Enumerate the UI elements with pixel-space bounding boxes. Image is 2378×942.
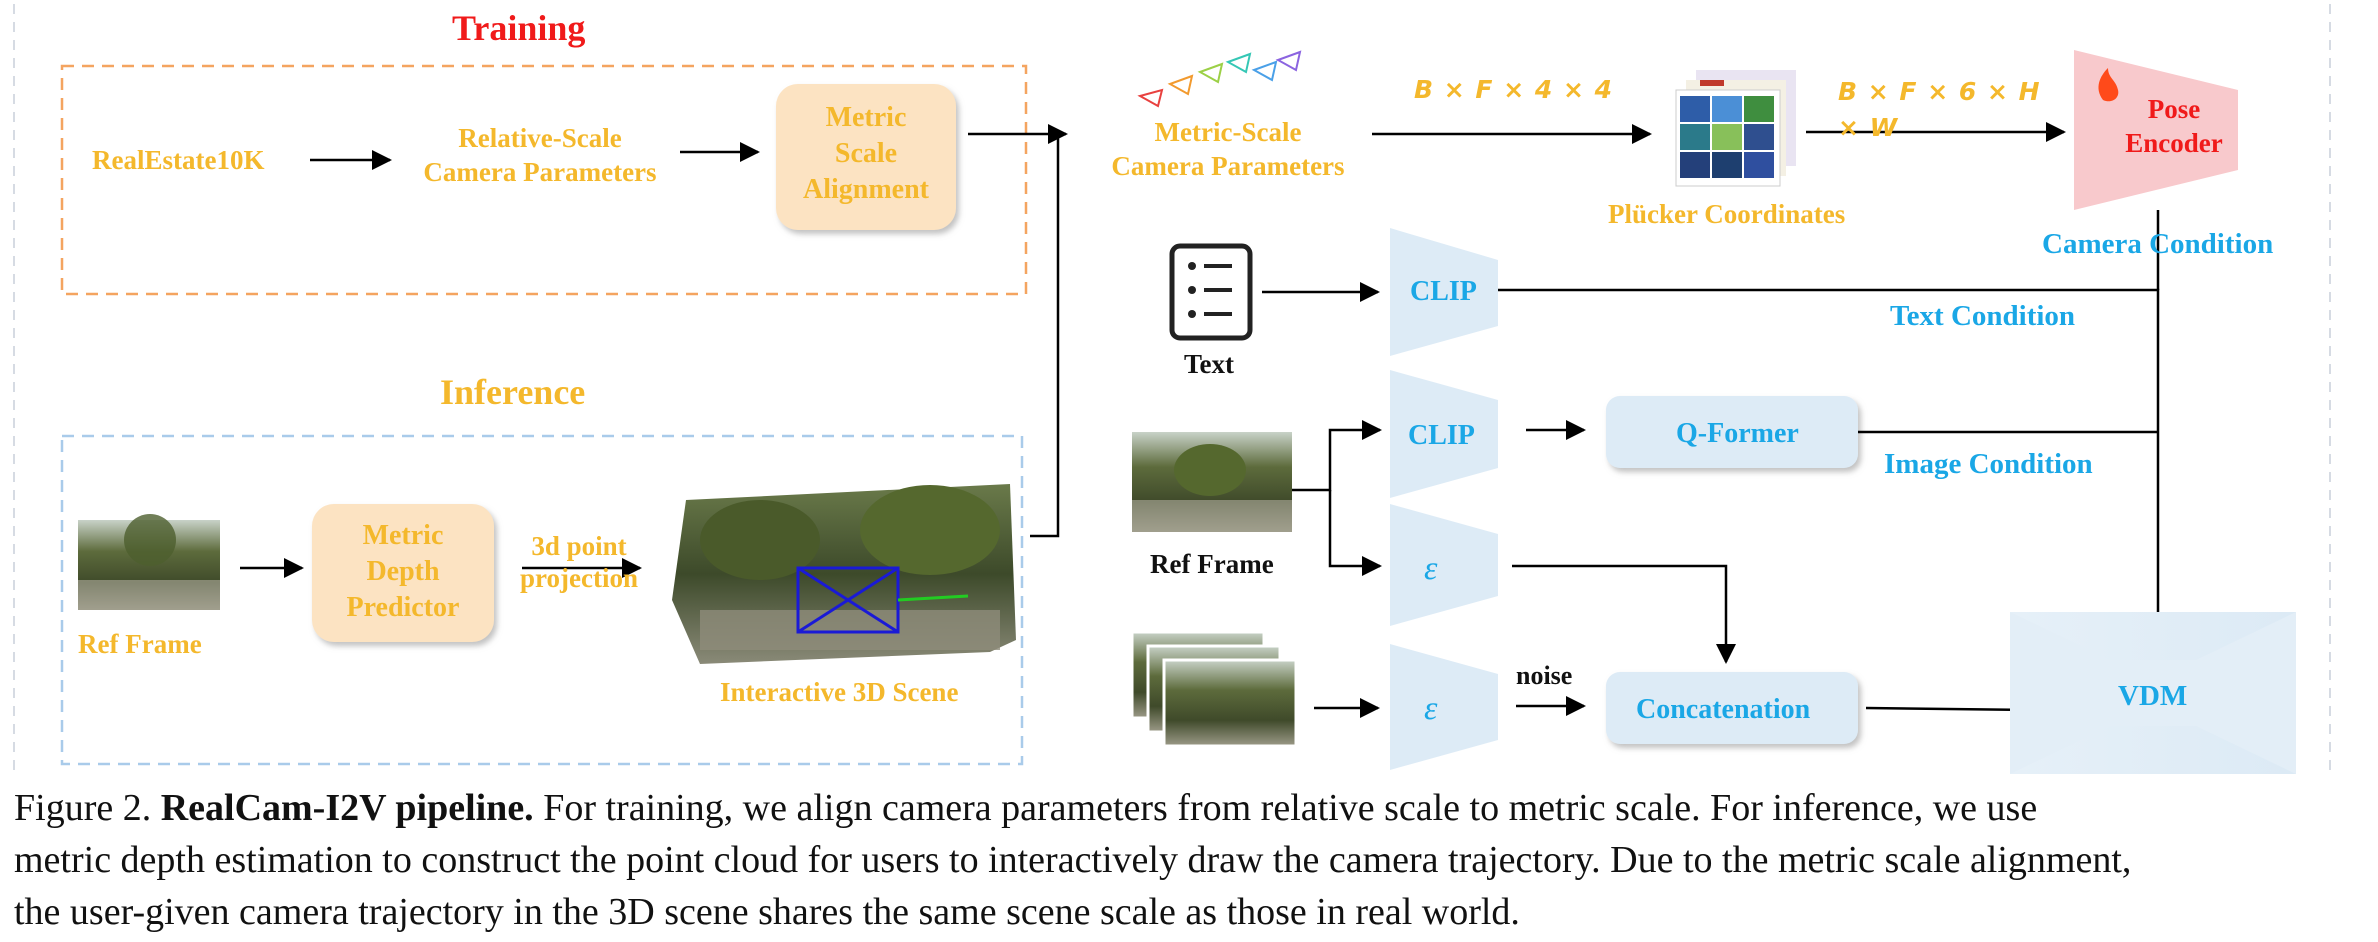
concatenation-box: [1606, 672, 1858, 744]
relative-scale-label: Relative-Scale Camera Parameters: [423, 123, 657, 187]
plucker-label: Plücker Coordinates: [1608, 199, 1846, 229]
shape-4x4-label: B × F × 4 × 4: [1414, 75, 1613, 104]
text-document-icon: [1169, 243, 1253, 341]
shape-6xhxw-label: B × F × 6 × H × W: [1838, 77, 2041, 142]
metric-scale-alignment-box: [776, 84, 956, 230]
arrow-encoder-to-concat: [1512, 564, 1736, 664]
noise-label: noise: [1516, 661, 1573, 690]
arrow-ref-split: [1292, 420, 1382, 492]
text-condition-label: Text Condition: [1890, 300, 2076, 332]
figure-caption: Figure 2. RealCam-I2V pipeline. For trai…: [14, 782, 2369, 938]
inference-ref-frame-label: Ref Frame: [78, 629, 202, 659]
camera-trajectory-icon: [1137, 50, 1302, 108]
inference-box: [60, 434, 1024, 766]
image-encoder-label: ε: [1424, 550, 1438, 587]
text-clip-box: [1390, 228, 1498, 356]
arrow-scene-up: [1030, 134, 1060, 538]
pose-encoder-label: Pose Encoder: [2125, 94, 2223, 158]
metric-camera-params-label: Metric-Scale Camera Parameters: [1111, 117, 1345, 181]
depth-predictor-box: [312, 504, 494, 642]
noise-encoder-box: [1390, 644, 1498, 770]
arrow-ref-to-encoder: [1328, 490, 1382, 576]
caption-title: RealCam-I2V pipeline.: [160, 787, 534, 829]
training-box: [60, 64, 1028, 296]
vdm-label: VDM: [2118, 680, 2188, 712]
projection-label: 3d point projection: [520, 531, 638, 593]
video-frames-image: [1130, 630, 1298, 748]
noise-encoder-label: ε: [1424, 690, 1438, 727]
text-clip-label: CLIP: [1410, 276, 1477, 307]
realestate-label: RealEstate10K: [92, 145, 265, 175]
pipeline-diagram: [13, 4, 2331, 776]
interactive-3d-scene-image: [672, 484, 1016, 664]
qformer-label: Q-Former: [1676, 418, 1799, 449]
arrow-concat-to-vdm: [1865, 699, 2038, 720]
caption-line-2: metric depth estimation to construct the…: [14, 839, 2132, 881]
image-ref-frame-label: Ref Frame: [1150, 549, 1274, 579]
plucker-grid-icon: [1675, 70, 1796, 187]
qformer-box: [1606, 396, 1858, 468]
metric-scale-alignment-label: Metric Scale Alignment: [803, 102, 929, 205]
image-clip-label: CLIP: [1408, 420, 1475, 451]
image-encoder-box: [1390, 504, 1498, 626]
image-branch-ref-frame-image: [1132, 432, 1292, 532]
concatenation-label: Concatenation: [1636, 694, 1811, 725]
depth-predictor-label: Metric Depth Predictor: [346, 520, 460, 623]
caption-line-3: the user-given camera trajectory in the …: [14, 891, 1520, 933]
text-label: Text: [1184, 349, 1235, 379]
caption-line-1: Figure 2. RealCam-I2V pipeline. For trai…: [14, 787, 2038, 829]
image-condition-label: Image Condition: [1884, 448, 2093, 480]
camera-condition-label: Camera Condition: [2042, 228, 2274, 260]
interactive-scene-label: Interactive 3D Scene: [720, 677, 959, 707]
flame-icon: [2098, 68, 2119, 102]
training-title: Training: [452, 8, 586, 48]
image-clip-box: [1390, 370, 1498, 498]
inference-title: Inference: [440, 372, 586, 412]
